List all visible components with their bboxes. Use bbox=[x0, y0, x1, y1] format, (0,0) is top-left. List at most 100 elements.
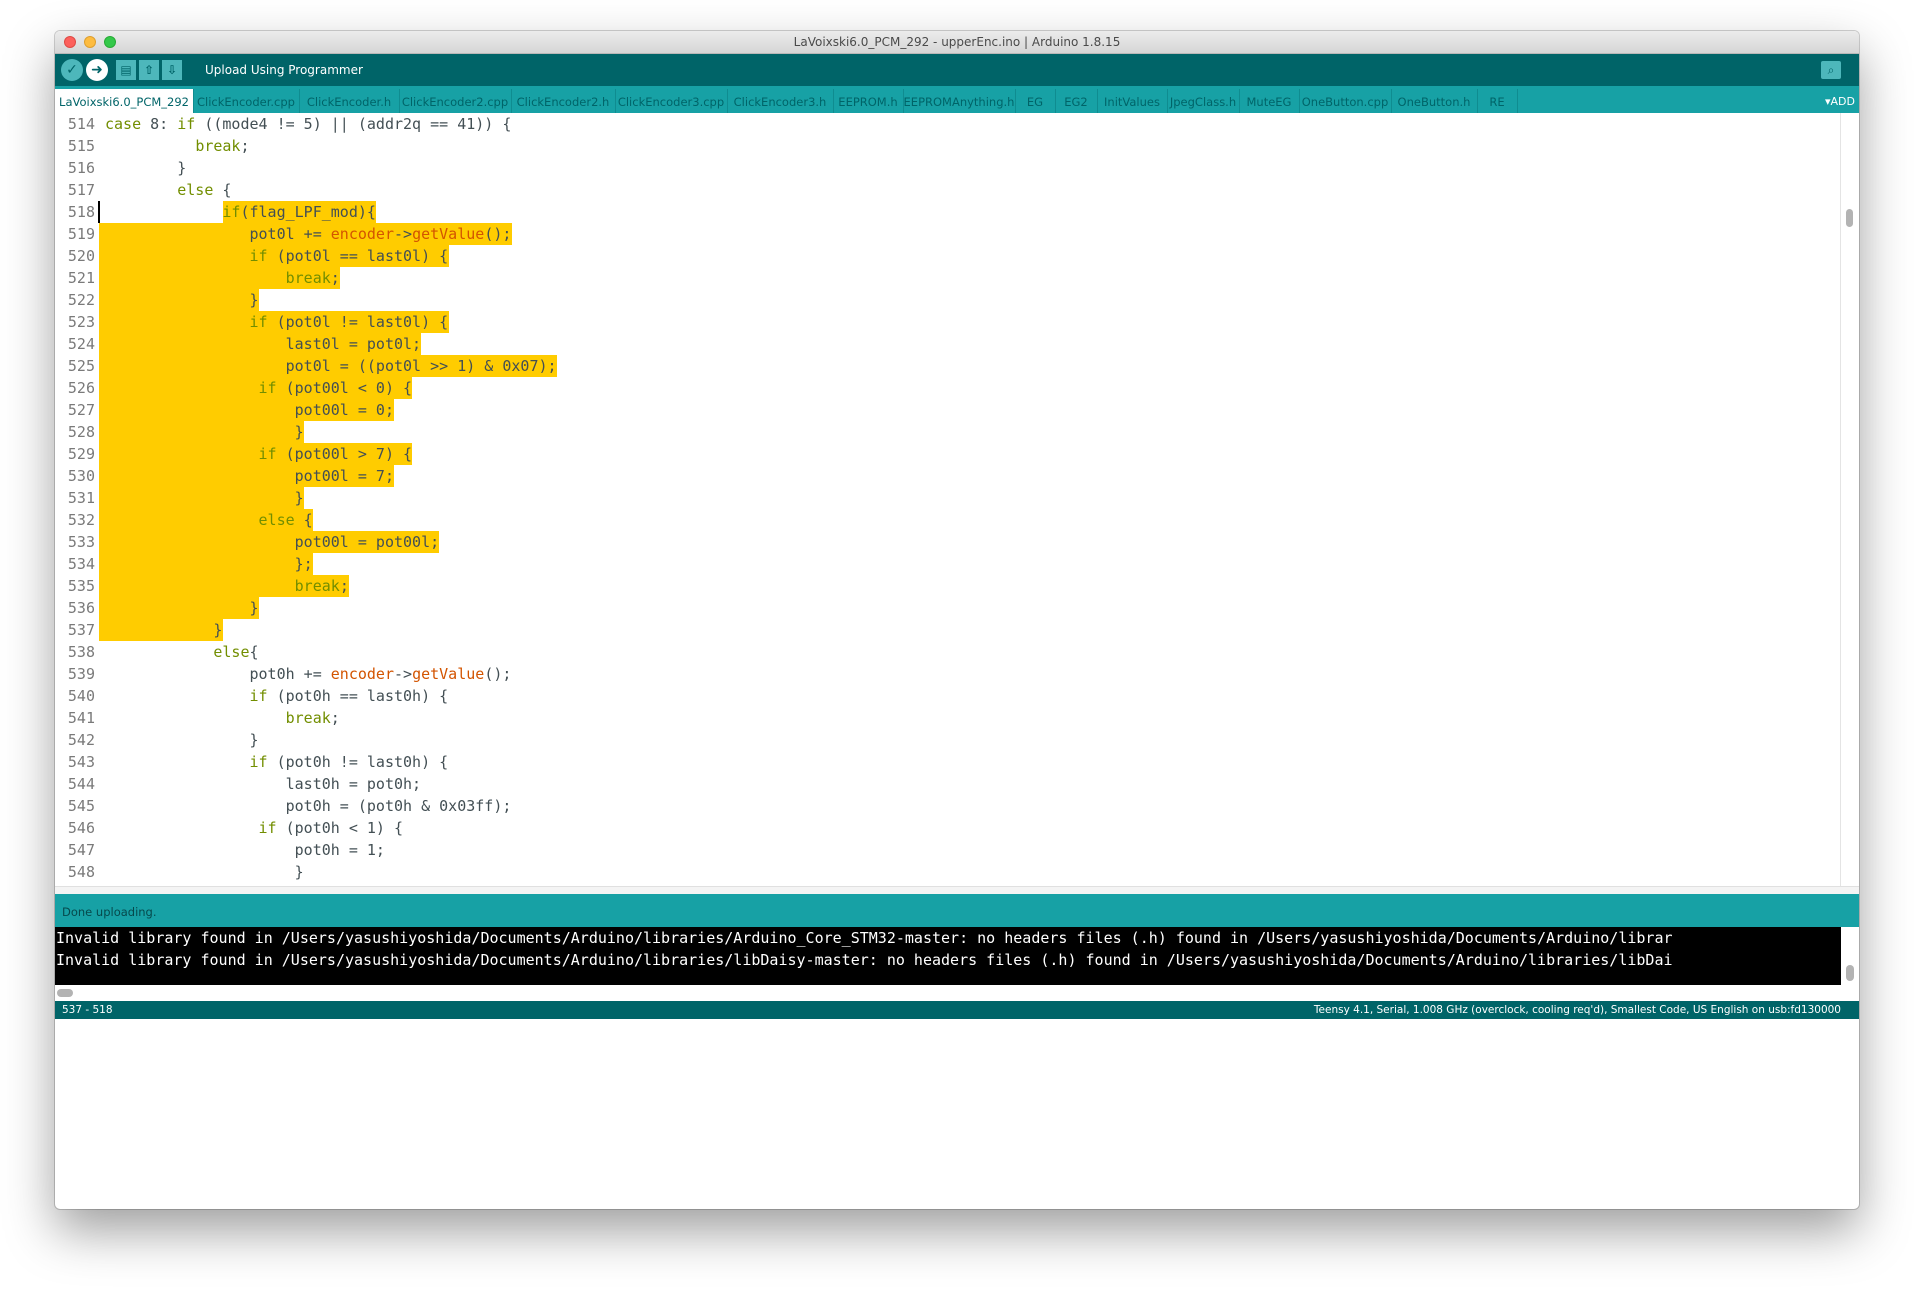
editor-scroll-thumb[interactable] bbox=[1846, 209, 1853, 227]
line-number: 515 bbox=[67, 137, 95, 155]
code-line: 527 pot00l = 0; bbox=[55, 399, 1839, 421]
code-line: 526 if (pot00l < 0) { bbox=[55, 377, 1839, 399]
maximize-window-button[interactable] bbox=[104, 36, 116, 48]
minimize-window-button[interactable] bbox=[84, 36, 96, 48]
code-line: 540 if (pot0h == last0h) { bbox=[55, 685, 1839, 707]
selection-highlight bbox=[99, 487, 304, 509]
line-number: 537 bbox=[67, 621, 95, 639]
console-vertical-scrollbar[interactable] bbox=[1841, 927, 1859, 985]
tab-clickencoder-h[interactable]: ClickEncoder.h bbox=[299, 89, 400, 113]
line-number: 539 bbox=[67, 665, 95, 683]
line-number: 524 bbox=[67, 335, 95, 353]
code-text: pot00l = 0; bbox=[105, 401, 394, 419]
code-text: else{ bbox=[213, 643, 259, 661]
tab-eepromanything-h[interactable]: EEPROMAnything.h bbox=[903, 89, 1016, 113]
code-line: 515 break; bbox=[55, 135, 1839, 157]
selection-highlight bbox=[99, 267, 341, 289]
line-number: 533 bbox=[67, 533, 95, 551]
code-text: pot0l = ((pot0l >> 1) & 0x07); bbox=[105, 357, 557, 375]
code-line: 519 pot0l += encoder->getValue(); bbox=[55, 223, 1839, 245]
line-number: 549 bbox=[55, 883, 95, 886]
tab-jpegclass-h[interactable]: JpegClass.h bbox=[1167, 89, 1240, 113]
console-hscroll-thumb[interactable] bbox=[57, 989, 73, 997]
tab-re[interactable]: RE bbox=[1477, 89, 1518, 113]
console-output[interactable]: Invalid library found in /Users/yasushiy… bbox=[55, 927, 1841, 985]
tab-menu-label: ADD bbox=[1830, 95, 1855, 108]
code-text: break; bbox=[294, 577, 349, 595]
status-message: Done uploading. bbox=[62, 905, 157, 919]
new-sketch-button[interactable]: ▤ bbox=[116, 60, 136, 80]
serial-monitor-button[interactable]: ⌕ bbox=[1821, 61, 1841, 79]
code-line: 543 if (pot0h != last0h) { bbox=[55, 751, 1839, 773]
selection-highlight bbox=[99, 377, 413, 399]
verify-button[interactable]: ✓ bbox=[61, 59, 83, 81]
code-text: case 8: if ((mode4 != 5) || (addr2q == 4… bbox=[105, 115, 512, 133]
code-text: pot0h += encoder->getValue(); bbox=[105, 665, 512, 683]
tab-onebutton-h[interactable]: OneButton.h bbox=[1391, 89, 1478, 113]
code-line: 546 if (pot0h < 1) { bbox=[55, 817, 1839, 839]
tab-clickencoder3-cpp[interactable]: ClickEncoder3.cpp bbox=[615, 89, 728, 113]
code-text: if (pot0h == last0h) { bbox=[249, 687, 449, 705]
line-number: 517 bbox=[67, 181, 95, 199]
tab-eg[interactable]: EG bbox=[1015, 89, 1056, 113]
close-window-button[interactable] bbox=[64, 36, 76, 48]
tab-menu-button[interactable]: ▾ADD bbox=[1825, 89, 1859, 113]
line-number: 536 bbox=[67, 599, 95, 617]
code-text: if (pot0l == last0l) { bbox=[249, 247, 449, 265]
code-text: else { bbox=[258, 511, 313, 529]
selection-highlight bbox=[99, 421, 304, 443]
code-text: if(flag_LPF_mod){ bbox=[222, 203, 376, 221]
selection-highlight bbox=[99, 619, 223, 641]
line-number: 523 bbox=[67, 313, 95, 331]
line-number: 522 bbox=[67, 291, 95, 309]
code-line: 542 } bbox=[55, 729, 1839, 751]
tab-onebutton-cpp[interactable]: OneButton.cpp bbox=[1299, 89, 1392, 113]
tab-clickencoder2-h[interactable]: ClickEncoder2.h bbox=[511, 89, 616, 113]
line-range: 537 - 518 bbox=[62, 1004, 113, 1016]
tab-eeprom-h[interactable]: EEPROM.h bbox=[833, 89, 904, 113]
console-horizontal-scrollbar[interactable] bbox=[55, 985, 1859, 1001]
code-text: pot0h = 1; bbox=[105, 841, 385, 859]
selection-highlight bbox=[99, 355, 557, 377]
tab-initvalues[interactable]: InitValues bbox=[1097, 89, 1168, 113]
arrow-right-icon: ➜ bbox=[91, 62, 103, 78]
selection-highlight bbox=[99, 399, 395, 421]
selection-highlight bbox=[99, 223, 512, 245]
upload-button[interactable]: ➜ bbox=[86, 59, 108, 81]
pane-divider[interactable] bbox=[55, 886, 1859, 895]
line-number: 544 bbox=[67, 775, 95, 793]
window-title: LaVoixski6.0_PCM_292 - upperEnc.ino | Ar… bbox=[793, 35, 1121, 49]
code-text: else { bbox=[177, 181, 232, 199]
code-text: }; bbox=[105, 555, 313, 573]
editor-vertical-scrollbar[interactable] bbox=[1840, 113, 1859, 886]
selection-highlight bbox=[222, 201, 377, 223]
code-text: } bbox=[105, 291, 259, 309]
code-text: if (pot0l != last0l) { bbox=[249, 313, 449, 331]
code-line: 549 if (pot0h > 1000) { bbox=[55, 883, 1839, 886]
code-line: 529 if (pot00l > 7) { bbox=[55, 443, 1839, 465]
code-line: 541 break; bbox=[55, 707, 1839, 729]
save-sketch-button[interactable]: ⇩ bbox=[162, 60, 182, 80]
status-bar: Done uploading. bbox=[55, 894, 1859, 927]
tab-clickencoder3-h[interactable]: ClickEncoder3.h bbox=[727, 89, 834, 113]
line-number: 541 bbox=[67, 709, 95, 727]
open-sketch-button[interactable]: ⇧ bbox=[139, 60, 159, 80]
selection-highlight bbox=[99, 333, 422, 355]
tab-muteeg[interactable]: MuteEG bbox=[1239, 89, 1300, 113]
toolbar: ✓ ➜ ▤ ⇧ ⇩ Upload Using Programmer ⌕ bbox=[55, 54, 1859, 86]
line-number: 530 bbox=[67, 467, 95, 485]
line-number: 526 bbox=[67, 379, 95, 397]
title-bar: LaVoixski6.0_PCM_292 - upperEnc.ino | Ar… bbox=[55, 31, 1859, 54]
tab-eg2[interactable]: EG2 bbox=[1055, 89, 1098, 113]
tab-clickencoder2-cpp[interactable]: ClickEncoder2.cpp bbox=[399, 89, 512, 113]
tab-clickencoder-cpp[interactable]: ClickEncoder.cpp bbox=[193, 89, 300, 113]
code-text: last0h = pot0h; bbox=[105, 775, 422, 793]
line-number: 545 bbox=[67, 797, 95, 815]
code-text: pot00l = pot00l; bbox=[105, 533, 440, 551]
code-line: 528 } bbox=[55, 421, 1839, 443]
console-scroll-thumb[interactable] bbox=[1846, 965, 1854, 981]
open-file-icon: ⇧ bbox=[143, 63, 155, 77]
tab-lavoixski6-0-pcm-292[interactable]: LaVoixski6.0_PCM_292 bbox=[55, 89, 194, 113]
